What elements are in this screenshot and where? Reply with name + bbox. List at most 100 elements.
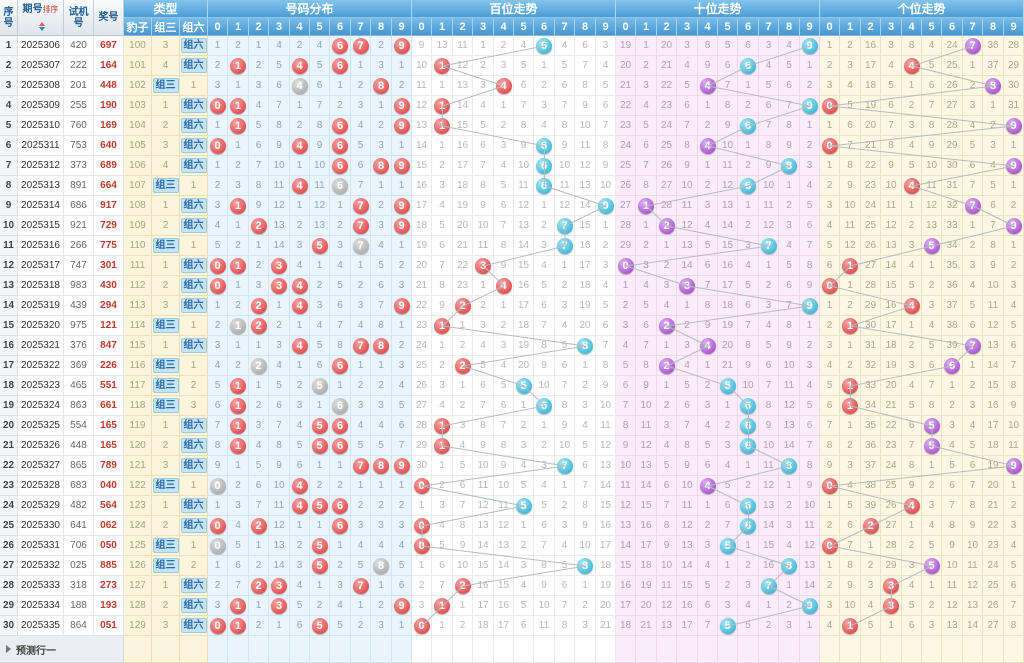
prediction-cell[interactable] — [249, 636, 269, 663]
prediction-cell[interactable] — [575, 636, 596, 663]
digit-col-header: 4 — [698, 18, 718, 36]
miss-cell: 5 — [718, 476, 738, 496]
prize-number-cell: 165 — [94, 416, 124, 436]
prediction-cell[interactable] — [779, 636, 800, 663]
ball-cell: 1 — [228, 376, 249, 396]
prediction-cell[interactable] — [657, 636, 677, 663]
miss-cell: 4 — [371, 536, 392, 556]
period-sort-control[interactable] — [38, 22, 45, 32]
prediction-cell[interactable] — [1004, 636, 1024, 663]
prediction-cell[interactable] — [942, 636, 963, 663]
prediction-cell[interactable] — [963, 636, 983, 663]
prediction-cell[interactable] — [124, 636, 152, 663]
ball-cell: 7 — [351, 196, 371, 216]
prediction-cell[interactable] — [922, 636, 942, 663]
prediction-cell[interactable] — [596, 636, 616, 663]
prediction-cell[interactable] — [371, 636, 392, 663]
miss-cell: 2 — [269, 316, 290, 336]
type-chip: 组六 — [180, 338, 207, 353]
miss-cell: 6 — [759, 356, 779, 376]
prediction-cell[interactable] — [738, 636, 759, 663]
prediction-cell[interactable] — [881, 636, 902, 663]
miss-cell: 25 — [983, 576, 1004, 596]
prediction-cell[interactable] — [290, 636, 310, 663]
miss-cell: 2 — [534, 76, 555, 96]
ball-cell: 4 — [698, 336, 718, 356]
number-ball: 7 — [352, 217, 369, 234]
miss-cell: 9 — [616, 436, 636, 456]
prediction-cell[interactable] — [310, 636, 330, 663]
prediction-cell[interactable] — [840, 636, 861, 663]
prediction-cell[interactable] — [514, 636, 534, 663]
miss-cell: 7 — [473, 396, 494, 416]
type-zu6-cell: 组六 — [180, 136, 208, 156]
miss-cell: 1 — [963, 216, 983, 236]
miss-cell: 3 — [514, 436, 534, 456]
miss-cell: 2 — [351, 276, 371, 296]
prediction-cell[interactable] — [228, 636, 249, 663]
prediction-cell[interactable] — [677, 636, 698, 663]
ball-cell: 6 — [330, 396, 351, 416]
prediction-cell[interactable] — [718, 636, 738, 663]
prediction-cell[interactable] — [902, 636, 922, 663]
miss-cell: 4 — [392, 536, 412, 556]
ball-cell: 7 — [963, 36, 983, 56]
prediction-cell[interactable] — [269, 636, 290, 663]
type-chip: 组三 — [152, 398, 179, 413]
sort-desc-icon[interactable] — [38, 27, 45, 32]
prediction-cell[interactable] — [330, 636, 351, 663]
number-ball: 1 — [842, 377, 858, 394]
miss-cell: 4 — [228, 516, 249, 536]
miss-cell: 29 — [942, 136, 963, 156]
miss-cell: 9 — [514, 136, 534, 156]
miss-cell: 7 — [759, 376, 779, 396]
prediction-cell[interactable] — [392, 636, 412, 663]
number-ball: 1 — [230, 97, 246, 114]
number-ball: 9 — [1005, 157, 1022, 174]
number-ball: 9 — [597, 197, 614, 214]
miss-cell: 6 — [555, 576, 575, 596]
prediction-cell[interactable] — [983, 636, 1004, 663]
prediction-cell[interactable] — [800, 636, 820, 663]
prediction-cell[interactable] — [555, 636, 575, 663]
prediction-cell[interactable] — [861, 636, 881, 663]
prediction-cell[interactable] — [698, 636, 718, 663]
prediction-row-label[interactable]: 预测行一 — [0, 636, 124, 663]
prediction-cell[interactable] — [152, 636, 180, 663]
miss-cell: 34 — [942, 236, 963, 256]
type-zu6-cell: 组六 — [180, 336, 208, 356]
prediction-cell[interactable] — [636, 636, 657, 663]
miss-cell: 8 — [677, 136, 698, 156]
miss-cell: 16 — [473, 576, 494, 596]
prediction-cell[interactable] — [473, 636, 494, 663]
sort-asc-icon[interactable] — [38, 22, 45, 27]
miss-cell: 1 — [1004, 176, 1024, 196]
prediction-cell[interactable] — [494, 636, 514, 663]
type-zu6-cell: 组六 — [180, 296, 208, 316]
number-ball: 4 — [495, 277, 512, 294]
prediction-cell[interactable] — [180, 636, 208, 663]
prediction-cell[interactable] — [453, 636, 473, 663]
prediction-cell[interactable] — [616, 636, 636, 663]
miss-cell: 6 — [983, 196, 1004, 216]
prediction-cell[interactable] — [208, 636, 228, 663]
miss-cell: 2 — [371, 596, 392, 616]
ball-cell: 2 — [861, 516, 881, 536]
prediction-cell[interactable] — [759, 636, 779, 663]
miss-cell: 12 — [636, 436, 657, 456]
ball-cell: 7 — [963, 196, 983, 216]
number-ball: 6 — [332, 37, 348, 54]
number-ball: 3 — [883, 597, 899, 614]
type-zu6-cell: 组六 — [180, 96, 208, 116]
prediction-cell[interactable] — [412, 636, 432, 663]
ball-cell: 3 — [269, 276, 290, 296]
prediction-cell[interactable] — [351, 636, 371, 663]
prediction-cell[interactable] — [432, 636, 453, 663]
miss-cell: 8 — [208, 436, 228, 456]
type-baozi-cell: 127 — [124, 576, 152, 596]
seq-cell: 8 — [0, 176, 18, 196]
ball-cell: 9 — [800, 96, 820, 116]
prediction-cell[interactable] — [820, 636, 840, 663]
prediction-cell[interactable] — [534, 636, 555, 663]
expand-caret-icon[interactable] — [6, 645, 11, 653]
